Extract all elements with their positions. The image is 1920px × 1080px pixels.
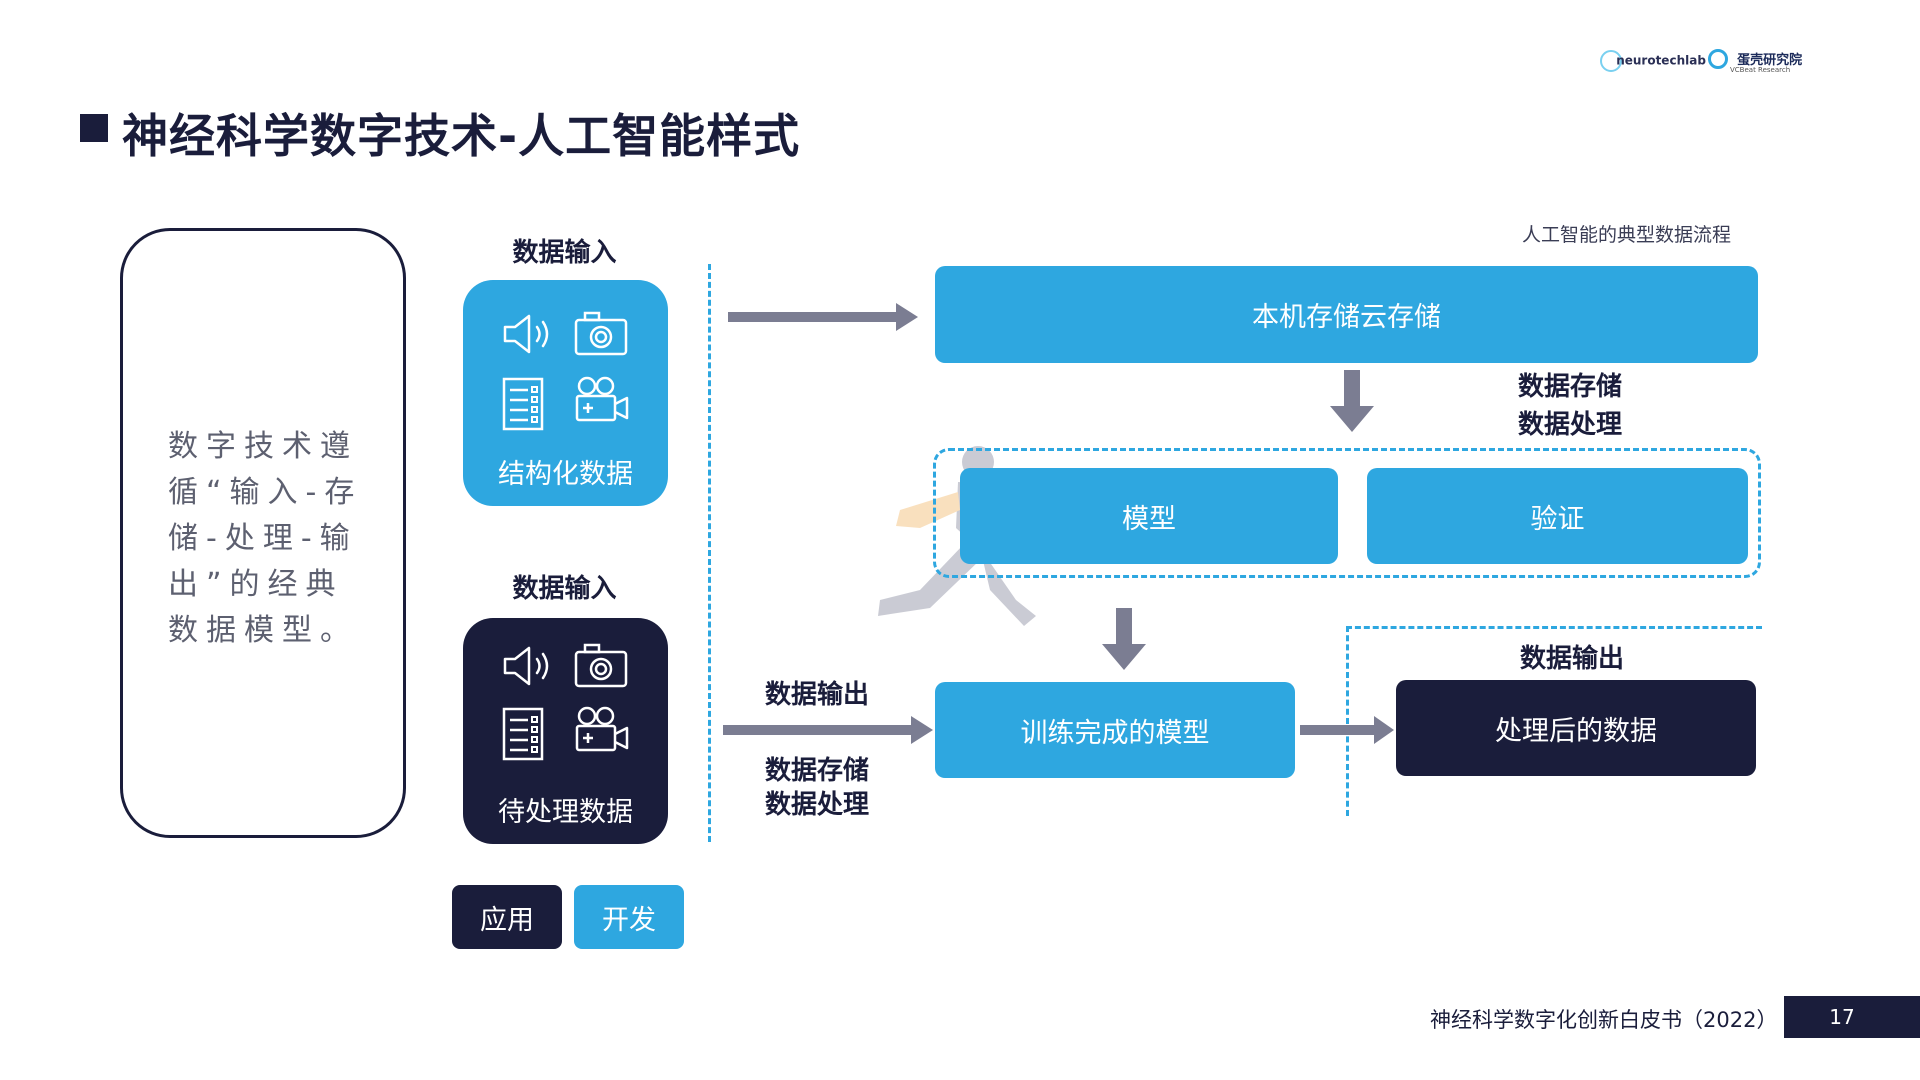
footer-title: 神经科学数字化创新白皮书（2022） (1430, 1008, 1778, 1032)
mid-output-label: 数据输出 (765, 680, 870, 710)
arrow-to-trained-model (723, 716, 933, 744)
speaker-icon (503, 314, 549, 354)
output-frame-top (1346, 626, 1762, 629)
step1-label-store: 数据存储 (1518, 372, 1623, 402)
input-label-structured: 数据输入 (512, 238, 617, 268)
input-caption-pending: 待处理数据 (498, 797, 633, 828)
mid-label-store: 数据存储 (765, 756, 870, 786)
legend-apply: 应用 (452, 885, 562, 949)
camera-icon (574, 643, 628, 688)
input-separator-line (708, 264, 711, 842)
vcbeat-logo-text: 蛋壳研究院 (1737, 53, 1803, 68)
document-list-icon (502, 377, 544, 431)
video-camera-icon (575, 376, 629, 422)
video-camera-icon (575, 706, 629, 752)
camera-icon (574, 311, 628, 356)
page-number: 17 (1784, 996, 1920, 1038)
input-card-structured: 结构化数据 (463, 280, 668, 506)
page-title: 神经科学数字技术-人工智能样式 (122, 109, 801, 163)
model-verify-frame (933, 448, 1761, 578)
vcbeat-o-icon (1708, 48, 1728, 69)
arrow-down-to-trained (1102, 608, 1146, 670)
input-card-pending: 待处理数据 (463, 618, 668, 844)
vcbeat-logo: 蛋壳研究院 VCBeat Research (1708, 48, 1803, 74)
verify-box: 验证 (1367, 468, 1748, 564)
arrow-to-processed (1300, 716, 1394, 744)
input-label-pending: 数据输入 (512, 574, 617, 604)
speaker-icon (503, 646, 549, 686)
arrow-down-to-model (1330, 370, 1374, 432)
trained-model-box: 训练完成的模型 (935, 682, 1295, 778)
neurotech-logo: neurotechlab (1600, 50, 1706, 72)
output-frame-left (1346, 626, 1349, 816)
mid-label-process: 数据处理 (765, 790, 870, 820)
neurotech-logo-text: neurotechlab (1616, 53, 1706, 68)
neurotech-ring-icon (1600, 50, 1622, 72)
legend-develop: 开发 (574, 885, 684, 949)
right-output-label: 数据输出 (1520, 644, 1625, 674)
input-caption-structured: 结构化数据 (498, 459, 633, 490)
vcbeat-logo-subtext: VCBeat Research (1730, 66, 1791, 74)
title-square-icon (80, 114, 108, 142)
storage-box: 本机存储云存储 (935, 266, 1758, 363)
left-description-text: 数字技术遵循“输入-存储-处理-输出”的经典数据模型。 (168, 429, 363, 648)
processed-data-box: 处理后的数据 (1396, 680, 1756, 776)
diagram-caption: 人工智能的典型数据流程 (1522, 224, 1732, 246)
document-list-icon (502, 707, 544, 761)
step1-label-process: 数据处理 (1518, 410, 1623, 440)
left-description-card (120, 228, 406, 838)
arrow-to-storage (728, 303, 918, 331)
model-box: 模型 (960, 468, 1338, 564)
